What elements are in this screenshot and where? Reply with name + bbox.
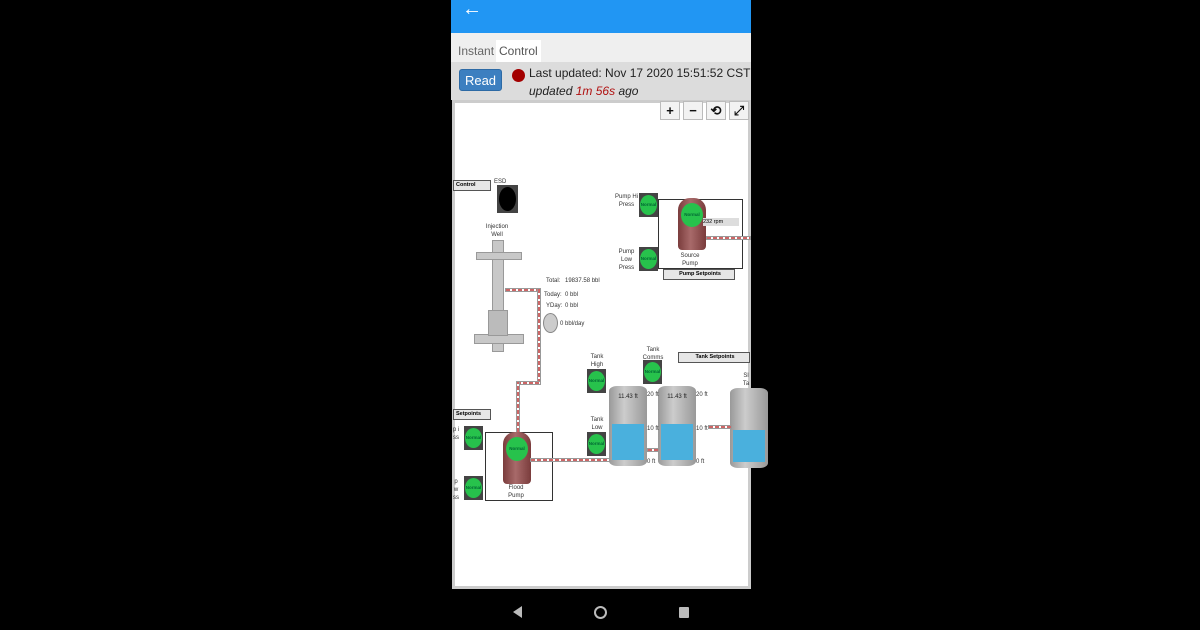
tank-3-label: Sl Ta: [742, 373, 750, 387]
flood-low-label: p w ss: [453, 479, 459, 501]
total-value: 19837.58 bbl: [565, 278, 600, 284]
flood-hi-indicator[interactable]: Normal: [464, 426, 483, 450]
control-panel[interactable]: Control: [453, 180, 491, 191]
status-indicator: [512, 69, 525, 82]
flood-setpoints-button[interactable]: Setpoints: [453, 409, 491, 420]
nav-recents-icon[interactable]: [679, 607, 689, 618]
tank2-tick-20: 20 ft: [696, 392, 708, 398]
source-pump-label: Source Pump: [680, 253, 700, 267]
updated-ago-text: updated 1m 56s ago: [529, 84, 638, 98]
today-value: 0 bbl: [565, 292, 579, 298]
tank-high-label: Tank High: [590, 354, 604, 368]
ago-suffix: ago: [618, 84, 639, 98]
flood-pump[interactable]: Normal: [503, 432, 531, 484]
pump-low-press-label: Pump Low Press: [618, 249, 635, 271]
zoom-out-button[interactable]: −: [683, 101, 703, 120]
tank-high-indicator[interactable]: Normal: [587, 369, 606, 393]
source-pump[interactable]: Normal: [678, 198, 706, 250]
zoom-in-button[interactable]: +: [660, 101, 680, 120]
flood-hi-label: p i ss: [452, 427, 460, 441]
pipe: [708, 425, 732, 429]
esd-button[interactable]: [497, 185, 518, 213]
app-bar: [451, 0, 751, 33]
yday-value: 0 bbl: [565, 303, 579, 309]
total-label: Total:: [546, 278, 561, 284]
today-label: Today:: [544, 292, 562, 298]
ago-value: 1m 56s: [575, 84, 616, 98]
tank1-tick-20: 20 ft: [647, 392, 659, 398]
tank-comms-indicator[interactable]: Normal: [643, 360, 662, 384]
injection-well-label: Injection Well: [485, 224, 509, 238]
tank2-tick-10: 10 ft: [696, 426, 708, 432]
tank-comms-label: Tank Comms: [642, 347, 664, 361]
ago-prefix: updated: [529, 84, 573, 98]
yday-label: YDay:: [546, 303, 563, 309]
pump-hi-press-label: Pump Hi Press: [614, 194, 638, 208]
tank-2[interactable]: 11.43 ft: [658, 386, 696, 466]
pipe: [706, 236, 751, 240]
flood-low-indicator[interactable]: Normal: [464, 476, 483, 500]
wellhead-body: [488, 310, 508, 336]
pipe: [647, 448, 659, 452]
nav-back-icon[interactable]: [513, 606, 522, 618]
pipe: [537, 288, 541, 384]
reset-view-button[interactable]: ⟲: [706, 101, 726, 120]
tank1-tick-0: 0 ft: [647, 459, 656, 465]
tank2-tick-0: 0 ft: [696, 459, 705, 465]
fullscreen-button[interactable]: ⤢: [729, 101, 749, 120]
read-button[interactable]: Read: [459, 69, 502, 91]
tank-1[interactable]: 11.43 ft: [609, 386, 647, 466]
tank-setpoints-button[interactable]: Tank Setpoints: [678, 352, 750, 363]
flow-rate: 0 bbl/day: [560, 321, 585, 327]
flow-meter-icon: [543, 313, 558, 333]
back-arrow-icon[interactable]: ←: [462, 0, 482, 20]
tank-low-label: Tank Low: [590, 417, 604, 431]
last-updated-text: Last updated: Nov 17 2020 15:51:52 CST: [529, 66, 751, 80]
flood-pump-label: Flood Pump: [508, 485, 524, 499]
pipe: [516, 381, 520, 433]
tab-instant[interactable]: Instant: [458, 44, 495, 58]
nav-home-icon[interactable]: [594, 606, 607, 619]
esd-label: ESD: [494, 179, 507, 185]
pipe: [505, 288, 541, 292]
pipe: [530, 458, 610, 462]
pump-setpoints-button[interactable]: Pump Setpoints: [663, 269, 735, 280]
tab-control[interactable]: Control: [496, 40, 541, 62]
pump-low-press-indicator[interactable]: Normal: [639, 247, 658, 271]
pump-hi-press-indicator[interactable]: Normal: [639, 193, 658, 217]
tank1-tick-10: 10 ft: [647, 426, 659, 432]
tank-3[interactable]: [730, 388, 768, 468]
tank-low-indicator[interactable]: Normal: [587, 432, 606, 456]
pump-rpm: 232 rpm: [703, 218, 739, 226]
wellhead-crossbar: [476, 252, 522, 260]
